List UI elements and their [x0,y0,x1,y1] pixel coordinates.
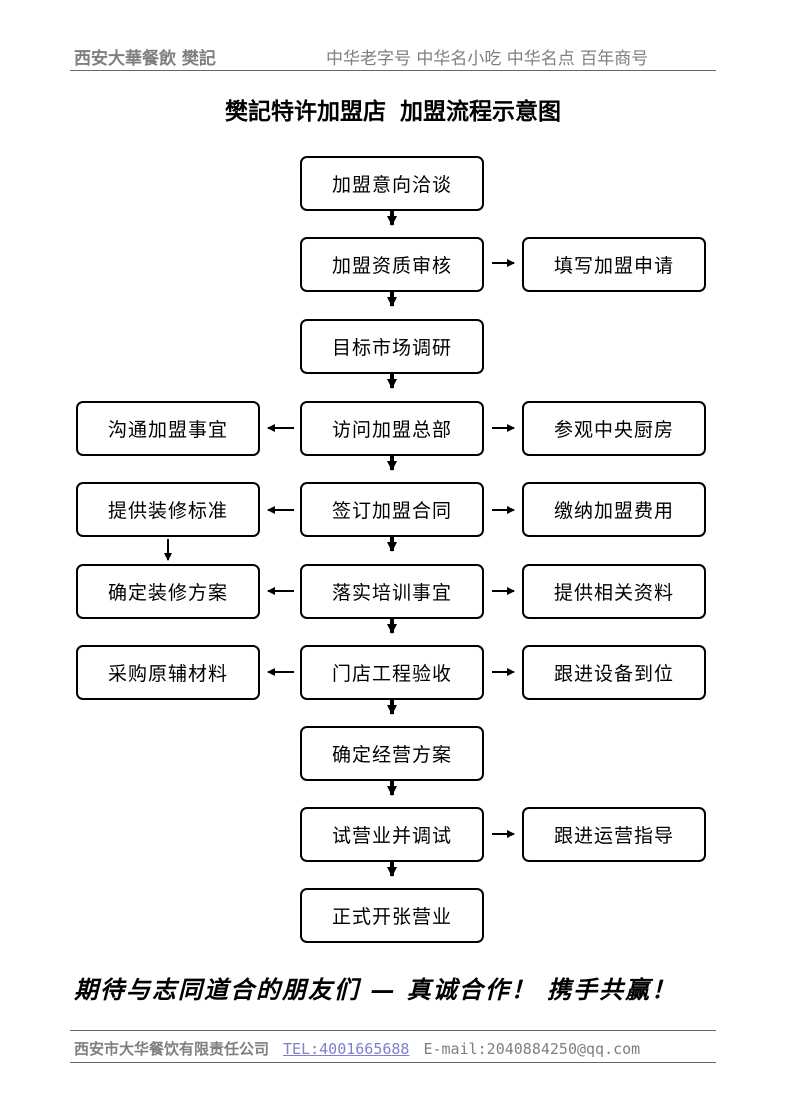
step-qualification-review: 加盟资质审核 [300,237,484,292]
step-equipment-followup: 跟进设备到位 [522,645,706,700]
header-honors: 中华老字号 中华名小吃 中华名点 百年商号 [326,49,649,69]
step-decoration-plan: 确定装修方案 [76,564,260,619]
step-sign-contract: 签订加盟合同 [300,482,484,537]
step-pay-fee: 缴纳加盟费用 [522,482,706,537]
footer-bottom-divider [70,1062,716,1063]
step-store-acceptance: 门店工程验收 [300,645,484,700]
title-sub: 加盟流程示意图 [400,98,561,125]
page-title: 樊記特许加盟店加盟流程示意图 [0,92,786,126]
step-purchase-materials: 采购原辅材料 [76,645,260,700]
step-decoration-standard: 提供装修标准 [76,482,260,537]
step-training: 落实培训事宜 [300,564,484,619]
step-intent-talk: 加盟意向洽谈 [300,156,484,211]
footer-tel-link[interactable]: TEL:4001665688 [283,1040,410,1058]
footer-company: 西安市大华餐饮有限责任公司 [74,1040,270,1058]
header-divider [70,70,716,71]
step-operation-plan: 确定经营方案 [300,726,484,781]
header-brand: 西安大華餐飲 樊記 [74,49,216,69]
footer-divider [70,1030,716,1031]
title-main: 樊記特许加盟店 [225,98,386,125]
footer-email: E-mail:2040884250@qq.com [423,1040,641,1058]
step-operation-guidance: 跟进运营指导 [522,807,706,862]
step-provide-materials: 提供相关资料 [522,564,706,619]
step-fill-application: 填写加盟申请 [522,237,706,292]
step-grand-opening: 正式开张营业 [300,888,484,943]
footer: 西安市大华餐饮有限责任公司 TEL:4001665688 E-mail:204088… [74,1038,640,1059]
step-visit-kitchen: 参观中央厨房 [522,401,706,456]
step-visit-hq: 访问加盟总部 [300,401,484,456]
step-communicate-matters: 沟通加盟事宜 [76,401,260,456]
slogan: 期待与志同道合的朋友们 — 真诚合作！ 携手共赢！ [74,975,678,1004]
step-trial-operation: 试营业并调试 [300,807,484,862]
step-market-research: 目标市场调研 [300,319,484,374]
